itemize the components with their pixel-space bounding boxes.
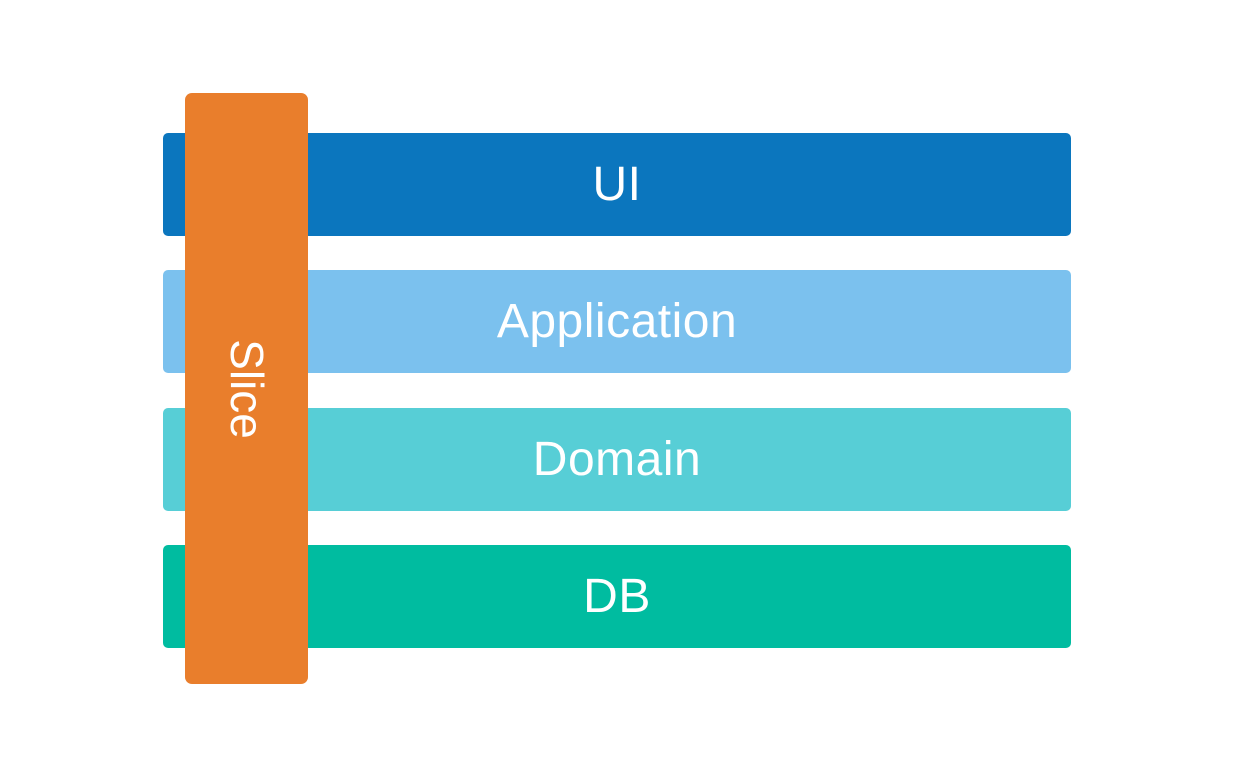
layer-bar-application: Application bbox=[163, 270, 1071, 373]
layer-label-domain: Domain bbox=[532, 432, 702, 486]
layer-bar-ui: UI bbox=[163, 133, 1071, 236]
layer-bar-db: DB bbox=[163, 545, 1071, 648]
layer-label-ui: UI bbox=[592, 157, 642, 211]
layer-label-db: DB bbox=[583, 569, 651, 623]
layer-bar-domain: Domain bbox=[163, 408, 1071, 511]
slice-label: Slice bbox=[220, 338, 273, 439]
layer-label-application: Application bbox=[496, 294, 738, 348]
slice-bar: Slice bbox=[185, 93, 308, 684]
